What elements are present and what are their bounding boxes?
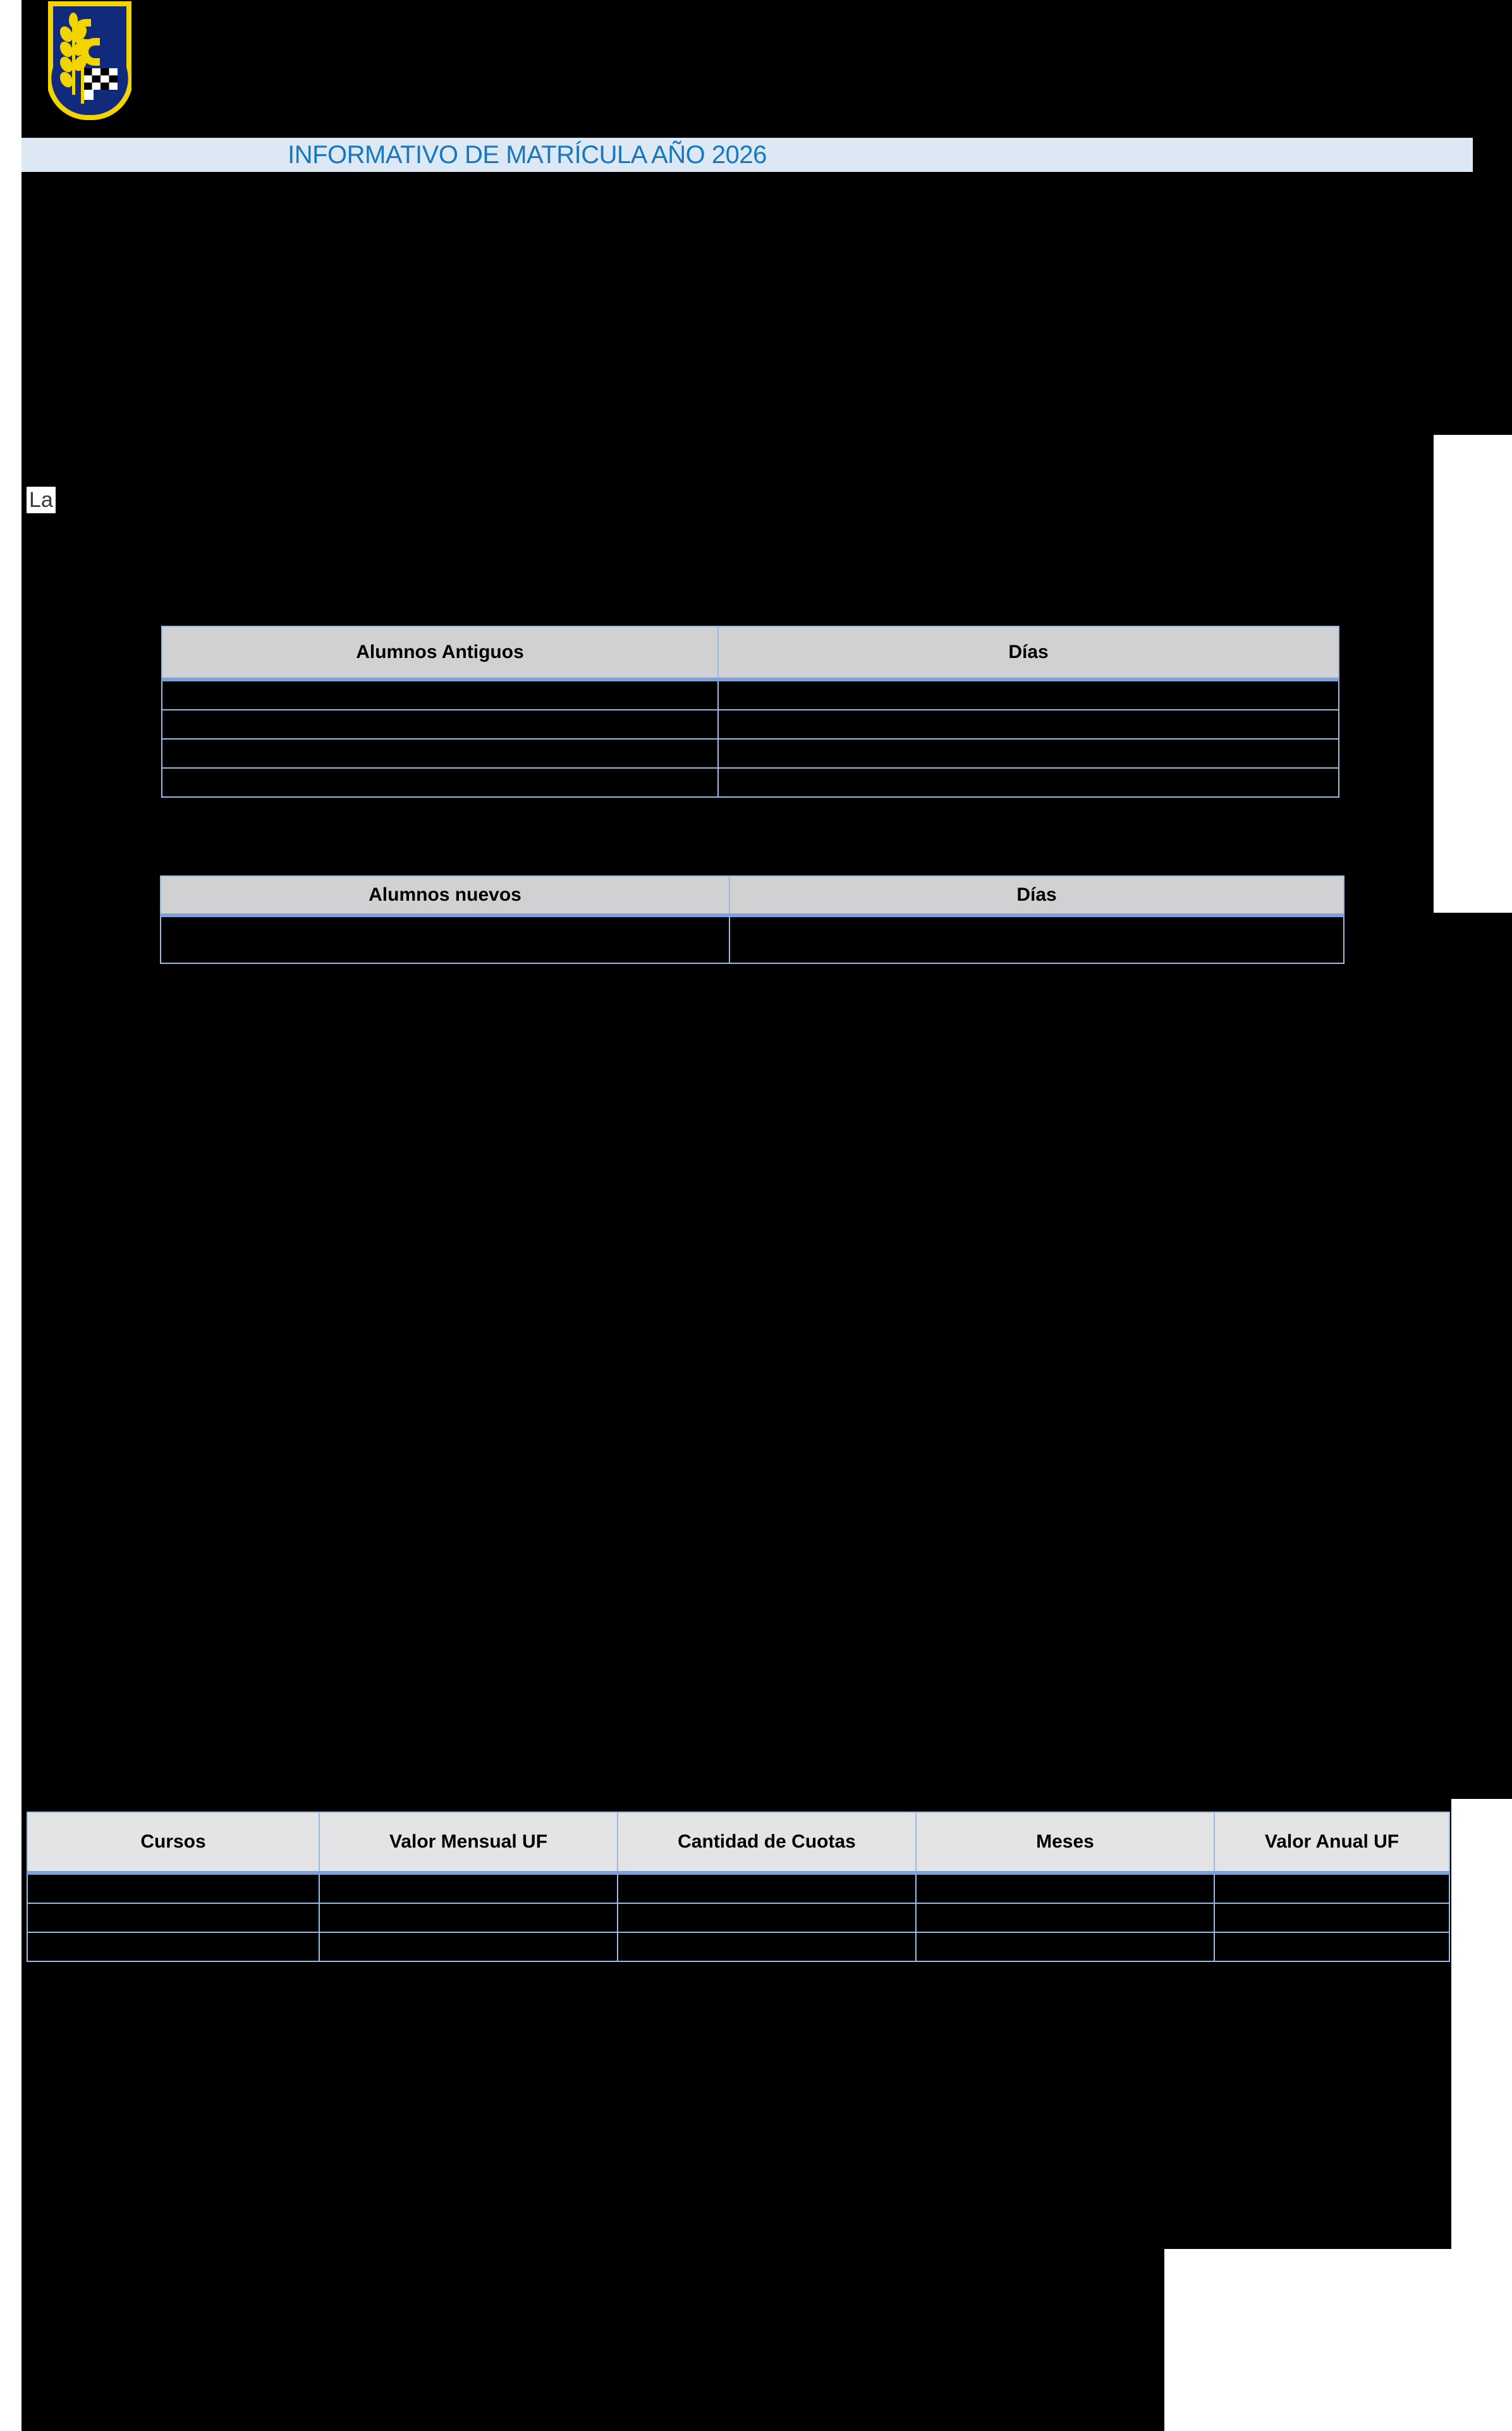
- cell-meses: [915, 1932, 1215, 1962]
- column-header-valor-anual-uf: Valor Anual UF: [1214, 1812, 1450, 1875]
- cell-valor-anual-uf: [1214, 1872, 1450, 1904]
- table-row: [160, 915, 1344, 964]
- table-row: [161, 679, 1339, 710]
- cell-meses: [915, 1903, 1215, 1933]
- column-header-valor-mensual-uf: Valor Mensual UF: [319, 1812, 618, 1875]
- column-header-dias: Días: [717, 626, 1339, 681]
- table-row: [27, 1872, 1450, 1904]
- column-header-alumnos-antiguos: Alumnos Antiguos: [161, 626, 719, 681]
- table-row: [27, 1903, 1450, 1933]
- cell-valor-anual-uf: [1214, 1903, 1450, 1933]
- table-alumnos-nuevos: Alumnos nuevos Días: [160, 875, 1344, 964]
- table-header-row: Alumnos Antiguos Días: [161, 626, 1339, 681]
- cell-dias: [717, 709, 1339, 740]
- column-header-cantidad-de-cuotas: Cantidad de Cuotas: [617, 1812, 917, 1875]
- page-margin-bottom-right: [1164, 2249, 1512, 2431]
- cell-meses: [915, 1872, 1215, 1904]
- cell-cursos: [27, 1903, 320, 1933]
- cell-alumnos-antiguos: [161, 709, 719, 740]
- cell-cantidad-de-cuotas: [617, 1932, 917, 1962]
- table-row: [161, 738, 1339, 769]
- cell-alumnos-antiguos: [161, 679, 719, 710]
- table-row: [161, 709, 1339, 740]
- page-margin-right-upper: [1434, 435, 1512, 913]
- cell-cantidad-de-cuotas: [617, 1872, 917, 1904]
- cell-cursos: [27, 1872, 320, 1904]
- cell-valor-mensual-uf: [319, 1932, 618, 1962]
- page-margin-left: [0, 0, 21, 2431]
- cell-alumnos-antiguos: [161, 738, 719, 769]
- column-header-dias: Días: [729, 875, 1344, 917]
- column-header-cursos: Cursos: [27, 1812, 320, 1875]
- cell-cursos: [27, 1932, 320, 1962]
- cell-dias: [717, 767, 1339, 798]
- cell-dias: [729, 915, 1344, 964]
- column-header-meses: Meses: [915, 1812, 1215, 1875]
- cell-valor-mensual-uf: [319, 1872, 618, 1904]
- table-header-row: Alumnos nuevos Días: [160, 875, 1344, 917]
- cell-valor-mensual-uf: [319, 1903, 618, 1933]
- table-row: [27, 1932, 1450, 1962]
- cell-alumnos-antiguos: [161, 767, 719, 798]
- table-alumnos-antiguos: Alumnos Antiguos Días: [161, 626, 1339, 798]
- cell-alumnos-nuevos: [160, 915, 730, 964]
- shield-icon: [48, 1, 131, 120]
- column-header-alumnos-nuevos: Alumnos nuevos: [160, 875, 730, 917]
- cell-dias: [717, 738, 1339, 769]
- school-crest-logo: [48, 1, 131, 120]
- cell-dias: [717, 679, 1339, 710]
- body-text-fragment: La: [27, 487, 56, 513]
- table-header-row: Cursos Valor Mensual UF Cantidad de Cuot…: [27, 1812, 1450, 1875]
- table-cursos-valores: Cursos Valor Mensual UF Cantidad de Cuot…: [27, 1812, 1450, 1962]
- page-title: INFORMATIVO DE MATRÍCULA AÑO 2026: [288, 141, 767, 169]
- cell-cantidad-de-cuotas: [617, 1903, 917, 1933]
- document-title-band: INFORMATIVO DE MATRÍCULA AÑO 2026: [21, 138, 1473, 172]
- cell-valor-anual-uf: [1214, 1932, 1450, 1962]
- table-row: [161, 767, 1339, 798]
